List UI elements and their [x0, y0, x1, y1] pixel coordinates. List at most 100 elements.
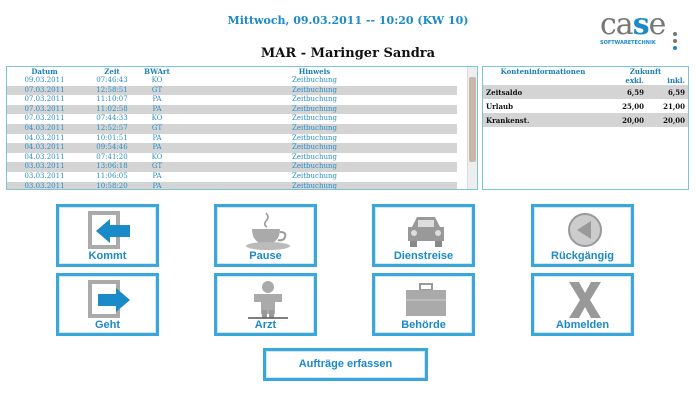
table-cell: Zeitbuchung [292, 95, 337, 104]
table-cell: GT [142, 123, 172, 134]
acc-incl: inkl. [667, 76, 685, 85]
table-row[interactable]: 04.03.2011 10:01:51 PA Zeitbuchung [7, 134, 457, 144]
abmelden-button[interactable]: Abmelden [531, 273, 634, 336]
account-cell: 20,00 [606, 113, 647, 127]
arrow-in-icon [88, 211, 130, 249]
coffee-cup-icon [246, 212, 290, 250]
table-cell: 04.03.2011 [24, 133, 65, 142]
company-logo: case SOFTWARETECHNIK [600, 10, 690, 55]
table-cell: Zeitbuchung [292, 152, 337, 161]
table-cell: 09.03.2011 [24, 76, 65, 84]
table-cell: 04.03.2011 [7, 123, 82, 134]
table-row[interactable]: 04.03.2011 07:41:20 KO Zeitbuchung [7, 153, 457, 163]
table-cell: Zeitbuchung [292, 171, 337, 180]
table-cell: GT [142, 85, 172, 96]
table-row[interactable]: 03.03.2011 11:06:05 PA Zeitbuchung [7, 172, 457, 182]
col-datum: Datum [31, 67, 58, 76]
account-info-panel: Konteninformationen Zukunft exkl. inkl. Ze… [482, 66, 689, 190]
table-cell: PA [152, 95, 162, 104]
table-row[interactable]: 07.03.2011 11:10:07 PA Zeitbuchung [7, 95, 457, 105]
table-cell: 03.03.2011 [7, 181, 82, 189]
table-cell: 07:44:33 [96, 114, 128, 123]
car-icon [408, 217, 444, 247]
account-cell: 20,00 [647, 113, 688, 127]
arzt-button[interactable]: Arzt [214, 273, 317, 336]
account-cell: 6,59 [647, 85, 688, 99]
table-cell: 09:54:46 [82, 143, 142, 153]
acc-header: Konteninformationen [500, 67, 586, 76]
undo-icon [568, 213, 602, 247]
dienstreise-button[interactable]: Dienstreise [372, 204, 475, 267]
table-row[interactable]: 07.03.2011 07:44:33 KO Zeitbuchung [7, 114, 457, 124]
account-cell: 21,00 [663, 101, 685, 111]
account-row: Urlaub 25,00 21,00 [483, 99, 688, 113]
pause-button[interactable]: Pause [214, 204, 317, 267]
table-cell: 07.03.2011 [7, 104, 82, 115]
table-cell: Zeitbuchung [292, 114, 337, 123]
table-cell: GT [142, 162, 172, 172]
col-hinweis: Hinweis [298, 67, 331, 76]
table-cell: 10:01:51 [96, 133, 128, 142]
table-cell: 12:58:51 [82, 85, 142, 96]
account-cell: Urlaub [486, 101, 513, 111]
acc-excl: exkl. [625, 76, 644, 85]
x-icon [569, 282, 601, 318]
briefcase-icon [406, 283, 446, 316]
date-time: Mittwoch, 09.03.2011 -- 10:20 (KW 10) [227, 14, 469, 27]
table-cell: PA [142, 181, 172, 189]
table-cell: 13:06:18 [82, 162, 142, 172]
table-cell: PA [152, 171, 162, 180]
account-cell: 25,00 [622, 101, 644, 111]
table-cell: 07.03.2011 [7, 85, 82, 96]
table-cell: 03.03.2011 [7, 162, 82, 172]
doctor-icon [248, 281, 288, 319]
auftraege-erfassen-button[interactable]: Aufträge erfassen [263, 348, 428, 381]
table-cell: Zeitbuchung [172, 143, 457, 153]
table-cell: 10:58:20 [82, 181, 142, 189]
kommt-button[interactable]: Kommt [56, 204, 159, 267]
arrow-out-icon [88, 280, 130, 318]
table-cell: 07.03.2011 [24, 95, 65, 104]
table-cell: 04.03.2011 [7, 143, 82, 153]
page-title: MAR - Maringer Sandra [260, 46, 436, 61]
table-cell: Zeitbuchung [292, 133, 337, 142]
table-cell: Zeitbuchung [172, 162, 457, 172]
table-cell: PA [142, 104, 172, 115]
scrollbar-thumb[interactable] [469, 77, 476, 162]
table-cell: Zeitbuchung [172, 123, 457, 134]
table-cell: KO [151, 114, 163, 123]
table-cell: 11:10:07 [96, 95, 128, 104]
table-cell: PA [152, 133, 162, 142]
scrollbar[interactable] [467, 67, 477, 189]
table-cell: 11:06:05 [96, 171, 128, 180]
account-cell: 6,59 [606, 85, 647, 99]
table-cell: Zeitbuchung [172, 181, 457, 189]
table-cell: 03.03.2011 [24, 171, 65, 180]
table-cell: Zeitbuchung [292, 76, 337, 84]
col-bwart: BWArt [144, 67, 170, 76]
rueckgaengig-button[interactable]: Rückgängig [531, 204, 634, 267]
table-cell: KO [151, 76, 163, 84]
table-cell: 07.03.2011 [24, 114, 65, 123]
table-cell: 12:52:57 [82, 123, 142, 134]
geht-button[interactable]: Geht [56, 273, 159, 336]
table-cell: PA [142, 143, 172, 153]
table-cell: Zeitbuchung [172, 85, 457, 96]
table-cell: KO [151, 152, 163, 161]
table-cell: Zeitbuchung [172, 104, 457, 115]
table-cell: 04.03.2011 [24, 152, 65, 161]
table-cell: 07:41:20 [96, 152, 128, 161]
acc-future: Zukunft [629, 67, 662, 76]
table-cell: 11:02:58 [82, 104, 142, 115]
behoerde-button[interactable]: Behörde [372, 273, 475, 336]
